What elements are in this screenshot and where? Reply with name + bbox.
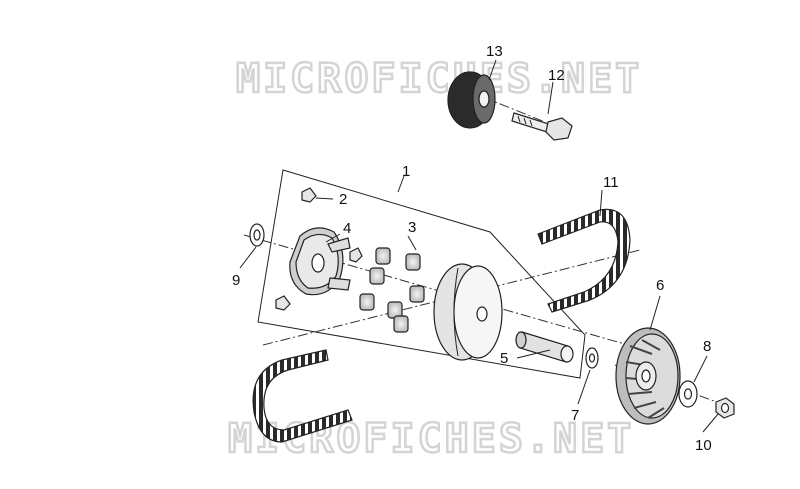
kit-outline [257, 169, 586, 379]
callout-3: 3 [408, 219, 416, 236]
callout-4: 4 [343, 220, 351, 237]
callout-1: 1 [402, 163, 410, 180]
roller-bolt [511, 112, 573, 141]
washer-9 [249, 223, 265, 247]
bushing [515, 331, 574, 363]
watermark-bottom: MICROFICHES.NET [228, 416, 634, 462]
slider-guides [275, 187, 363, 311]
drive-belt-lower [252, 349, 353, 443]
variator-rollers [359, 247, 425, 333]
callout-8: 8 [703, 338, 711, 355]
ramp-plate [289, 227, 351, 296]
callout-12: 12 [548, 67, 565, 84]
washer-7 [585, 347, 599, 369]
nut [715, 397, 735, 419]
tensioner-axis-line [482, 96, 546, 123]
leader-lines [239, 59, 719, 433]
callout-13: 13 [486, 43, 503, 60]
watermark-top: MICROFICHES.NET [236, 56, 642, 102]
callout-9: 9 [232, 272, 240, 289]
callout-5: 5 [500, 350, 508, 367]
tensioner-roller [447, 71, 496, 129]
callout-2: 2 [339, 191, 347, 208]
callout-7: 7 [571, 407, 579, 424]
fan-hub [615, 327, 681, 425]
variator-pulley [433, 263, 503, 361]
callout-6: 6 [656, 277, 664, 294]
drive-belt-upper [537, 208, 631, 313]
washer-8 [678, 380, 698, 408]
callout-11: 11 [603, 174, 619, 191]
callout-10: 10 [695, 437, 712, 454]
